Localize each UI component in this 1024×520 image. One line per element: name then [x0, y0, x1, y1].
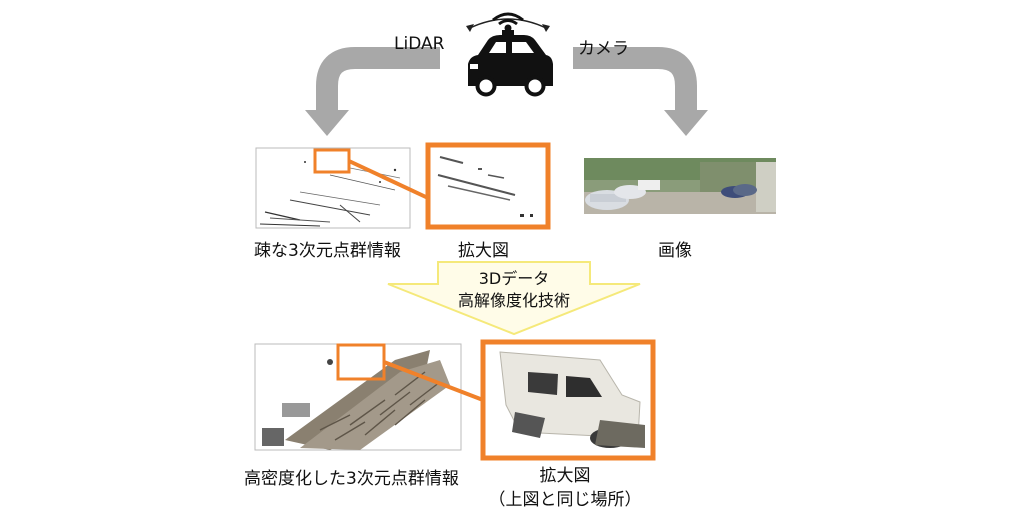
process-line-2: 高解像度化技術: [457, 291, 570, 310]
car-lidar-icon: [466, 12, 553, 97]
camera-label: カメラ: [578, 39, 629, 59]
camera-image: [584, 158, 776, 214]
lidar-label: LiDAR: [394, 34, 445, 54]
sparse-point-cloud-image: [255, 147, 411, 229]
dense-zoom-van: [499, 351, 645, 448]
sparse-caption: 疎な3次元点群情報: [254, 241, 401, 261]
process-down-arrow: [387, 261, 641, 336]
sparse-zoom-caption: 拡大図: [458, 241, 509, 261]
dense-zoom-connector: [383, 360, 484, 402]
process-label: 3Dデータ 高解像度化技術: [414, 268, 614, 312]
arrow-to-camera: [573, 47, 697, 112]
dense-point-cloud-image: [254, 343, 462, 451]
dense-caption: 高密度化した3次元点群情報: [244, 469, 459, 489]
arrow-to-lidar: [316, 47, 440, 112]
dense-zoom-caption-line-1: 拡大図: [539, 466, 591, 486]
sparse-zoom-connector: [348, 159, 429, 200]
dense-zoom-caption: 拡大図 （上図と同じ場所）: [470, 464, 660, 512]
sparse-zoom-points: [437, 156, 533, 217]
arrow-to-lidar-head: [305, 110, 349, 136]
camera-image-caption: 画像: [658, 241, 692, 261]
dense-zoom-caption-line-2: （上図と同じ場所）: [488, 490, 642, 510]
arrow-to-camera-head: [664, 110, 708, 136]
process-line-1: 3Dデータ: [478, 269, 550, 288]
